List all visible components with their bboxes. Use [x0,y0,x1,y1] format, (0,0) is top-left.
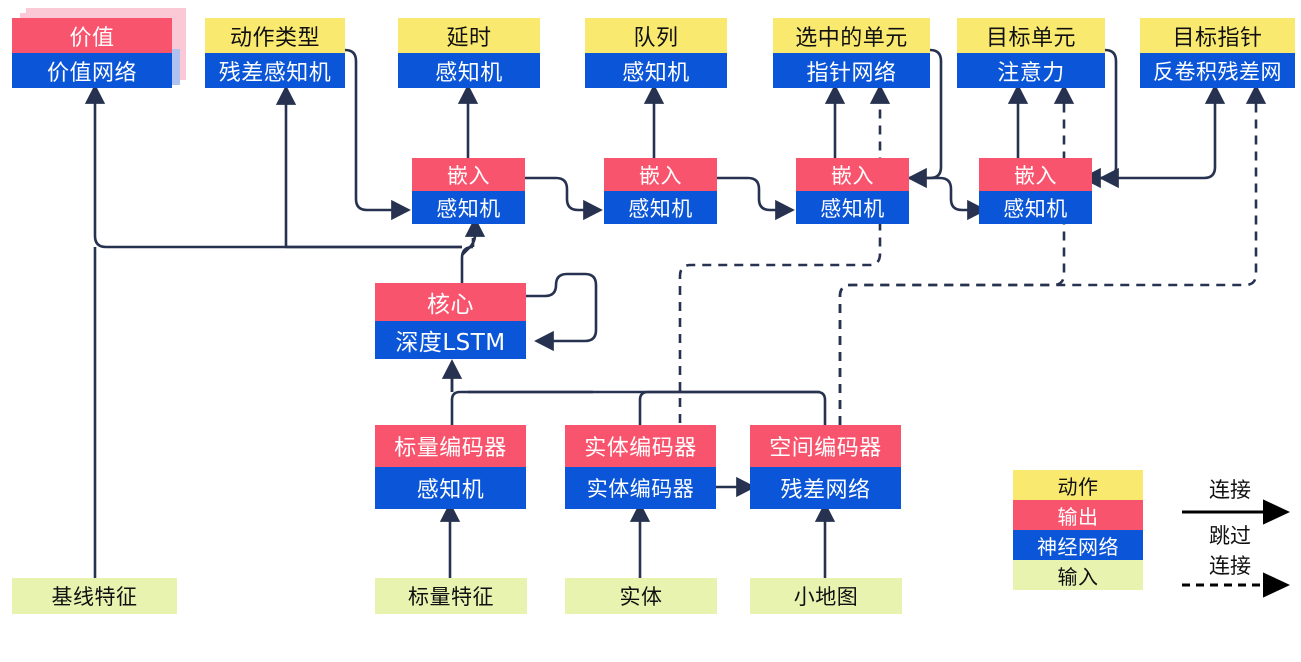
wire-core-recurrence [526,272,598,352]
node-embed-4-net: 感知机 [979,191,1092,224]
node-action-type-head: 动作类型 [205,18,345,53]
node-action-type[interactable]: 动作类型 残差感知机 [205,18,345,88]
wire-embed2-to-embed3 [717,176,795,221]
legend-connection-label: 连接 [1209,478,1251,502]
skip-spatialenc-to-targetunit [838,84,1075,425]
node-entity-encoder-net: 实体编码器 [565,467,716,509]
node-target-point-net: 反卷积残差网 [1140,53,1295,88]
legend-swatch-output: 输出 [1013,500,1143,530]
node-target-point-head: 目标指针 [1140,18,1295,53]
node-embed-1-net: 感知机 [412,191,525,224]
node-scalar-encoder-head: 标量编码器 [375,425,526,467]
wire-actiontype-to-embed1 [344,48,411,221]
legend-arrows: 连接 跳过 连接 [1180,470,1295,600]
node-embed-2-head: 嵌入 [604,158,717,191]
wire-embed4-to-targetpoint [1075,84,1226,180]
node-embed-1[interactable]: 嵌入 感知机 [412,158,525,224]
node-value[interactable]: 价值 价值网络 [12,18,172,88]
node-scalar-encoder[interactable]: 标量编码器 感知机 [375,425,526,509]
wire-core-out-riser [460,245,474,283]
wire-delay-down [540,50,580,178]
node-delay-net: 感知机 [398,53,540,88]
node-target-unit[interactable]: 目标单元 注意力 [957,18,1105,88]
node-action-type-net: 残差感知机 [205,53,345,88]
wire-spatialenc-bus [468,390,827,425]
node-spatial-encoder-net: 残差网络 [750,467,901,509]
node-selected-units[interactable]: 选中的单元 指针网络 [773,18,930,88]
node-embed-2[interactable]: 嵌入 感知机 [604,158,717,224]
node-selected-units-net: 指针网络 [773,53,930,88]
wire-scalarenc-bus [450,390,593,425]
node-target-unit-net: 注意力 [957,53,1105,88]
legend-skip-label-line2: 连接 [1209,554,1251,578]
node-embed-3-net: 感知机 [796,191,909,224]
node-queue-head: 队列 [585,18,727,53]
wire-core-to-value [84,84,462,249]
node-embed-1-head: 嵌入 [412,158,525,191]
node-delay-head: 延时 [398,18,540,53]
node-core-net: 深度LSTM [375,321,526,359]
node-core[interactable]: 核心 深度LSTM [375,283,526,359]
wire-entityenc-bus [638,390,820,425]
wire-core-to-embed1 [461,217,486,256]
node-input-baseline-features[interactable]: 基线特征 [12,578,177,614]
node-value-head: 价值 [12,18,172,53]
node-spatial-encoder-head: 空间编码器 [750,425,901,467]
node-embed-3-head: 嵌入 [796,158,909,191]
node-input-minimap[interactable]: 小地图 [750,578,902,614]
skip-spatialenc-to-targetpoint [838,84,1267,425]
legend-skip-label-line1: 跳过 [1209,524,1251,548]
node-selected-units-head: 选中的单元 [773,18,930,53]
node-delay[interactable]: 延时 感知机 [398,18,540,88]
node-input-entities[interactable]: 实体 [565,578,717,614]
wire-embed3-to-embed4 [909,176,987,221]
node-entity-encoder[interactable]: 实体编码器 实体编码器 [565,425,716,509]
node-spatial-encoder[interactable]: 空间编码器 残差网络 [750,425,901,509]
legend-swatch-network: 神经网络 [1013,530,1143,560]
legend-swatches: 动作 输出 神经网络 输入 [1013,470,1143,590]
node-target-point[interactable]: 目标指针 反卷积残差网 [1140,18,1295,88]
node-entity-encoder-head: 实体编码器 [565,425,716,467]
node-queue[interactable]: 队列 感知机 [585,18,727,88]
node-embed-2-net: 感知机 [604,191,717,224]
node-scalar-encoder-net: 感知机 [375,467,526,509]
legend-swatch-action: 动作 [1013,470,1143,500]
node-embed-3[interactable]: 嵌入 感知机 [796,158,909,224]
node-input-scalar-features[interactable]: 标量特征 [375,578,527,614]
wire-delay-riser [545,50,556,168]
node-embed-4[interactable]: 嵌入 感知机 [979,158,1092,224]
node-value-net: 价值网络 [12,53,172,88]
wire-embed1-to-embed2 [525,176,603,221]
node-embed-4-head: 嵌入 [979,158,1092,191]
node-core-head: 核心 [375,283,526,321]
node-queue-net: 感知机 [585,53,727,88]
legend-swatch-input: 输入 [1013,560,1143,590]
wire-targetunit-to-embed4-left [1099,167,1119,189]
node-target-unit-head: 目标单元 [957,18,1105,53]
